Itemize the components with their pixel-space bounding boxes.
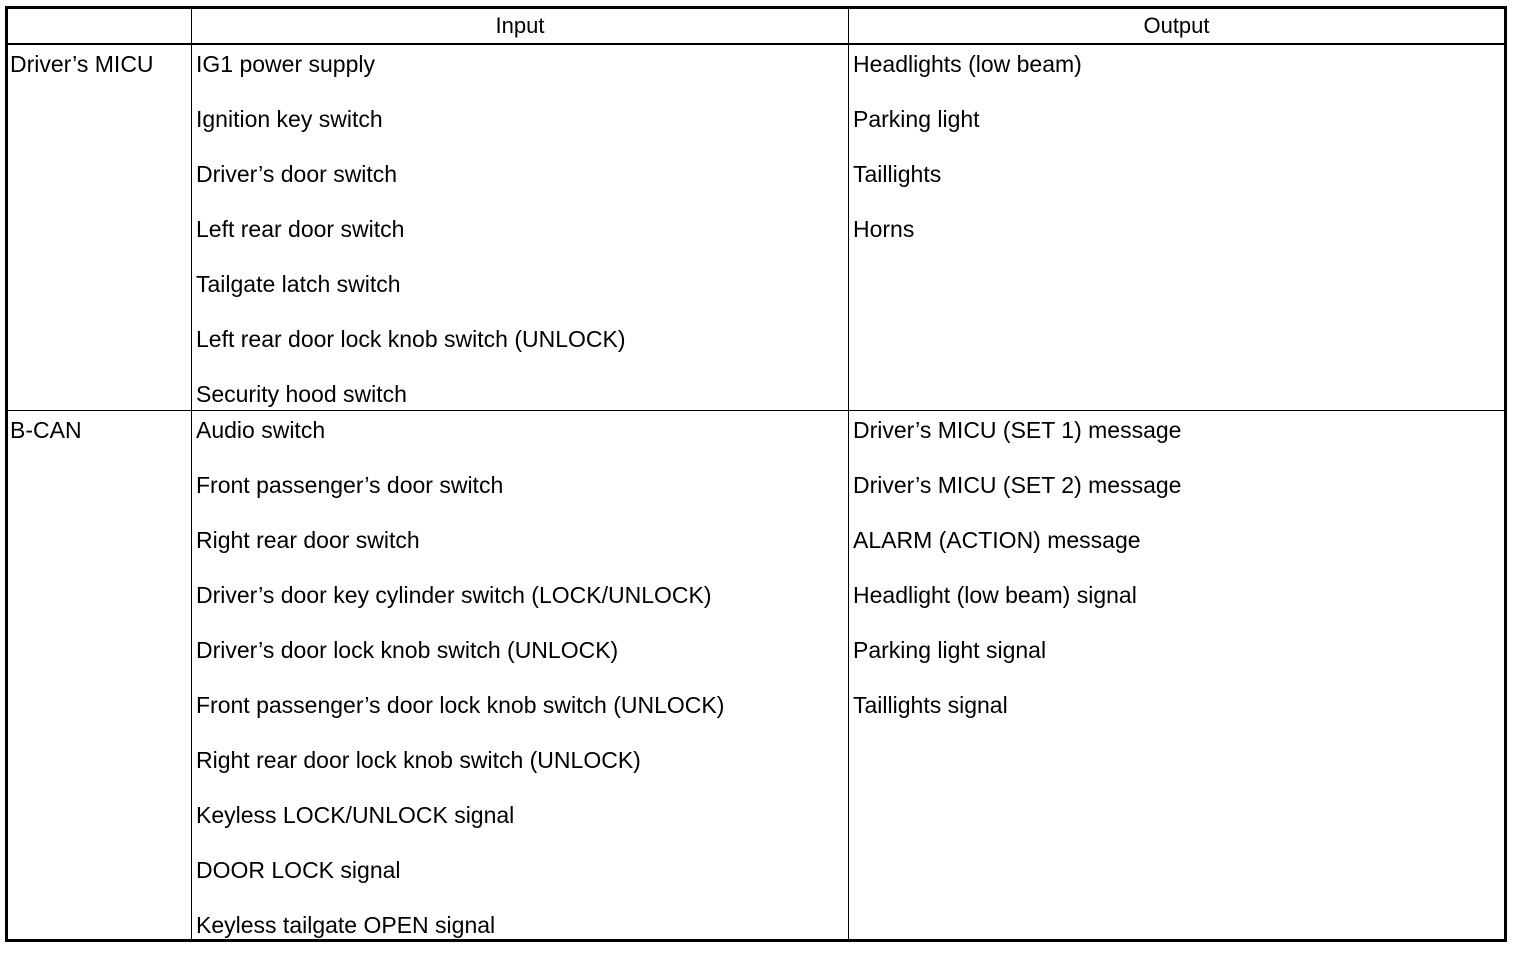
output-item: Taillights [853,161,942,187]
input-item: Keyless tailgate OPEN signal [196,912,496,938]
output-cell: Headlights (low beam) Parking light Tail… [849,45,1504,410]
source-cell: B-CAN [8,411,192,939]
output-item: ALARM (ACTION) message [853,527,1141,553]
input-item: Keyless LOCK/UNLOCK signal [196,802,515,828]
input-item: Driver’s door switch [196,161,398,187]
header-cell-output: Output [1143,13,1210,38]
input-item: DOOR LOCK signal [196,857,401,883]
input-item: Security hood switch [196,381,407,407]
input-item: Audio switch [196,417,326,443]
input-item: Front passenger’s door lock knob switch … [196,692,725,718]
output-item: Parking light signal [853,637,1047,663]
source-label: B-CAN [10,417,82,443]
header-cell-blank [8,9,192,43]
io-table: Input Output Driver’s MICU IG1 power sup… [5,6,1507,942]
source-label: Driver’s MICU [10,51,154,77]
output-item: Horns [853,216,915,242]
input-item: Tailgate latch switch [196,271,401,297]
output-item: Headlights (low beam) [853,51,1082,77]
table-row-drivers-micu: Driver’s MICU IG1 power supply Ignition … [8,45,1504,411]
table-header-row: Input Output [8,9,1504,45]
source-cell: Driver’s MICU [8,45,192,410]
output-item: Headlight (low beam) signal [853,582,1137,608]
input-item: Left rear door lock knob switch (UNLOCK) [196,326,626,352]
output-item: Taillights signal [853,692,1008,718]
input-item: Right rear door lock knob switch (UNLOCK… [196,747,641,773]
input-item: Driver’s door key cylinder switch (LOCK/… [196,582,712,608]
input-item: Left rear door switch [196,216,405,242]
input-cell: IG1 power supply Ignition key switch Dri… [192,45,849,410]
output-cell: Driver’s MICU (SET 1) message Driver’s M… [849,411,1504,939]
input-cell: Audio switch Front passenger’s door swit… [192,411,849,939]
input-item: IG1 power supply [196,51,375,77]
table-row-b-can: B-CAN Audio switch Front passenger’s doo… [8,411,1504,939]
output-item: Driver’s MICU (SET 1) message [853,417,1182,443]
input-item: Front passenger’s door switch [196,472,504,498]
output-item: Driver’s MICU (SET 2) message [853,472,1182,498]
input-item: Ignition key switch [196,106,383,132]
header-cell-input: Input [192,9,849,43]
output-item: Parking light [853,106,980,132]
input-item: Driver’s door lock knob switch (UNLOCK) [196,637,619,663]
input-item: Right rear door switch [196,527,420,553]
